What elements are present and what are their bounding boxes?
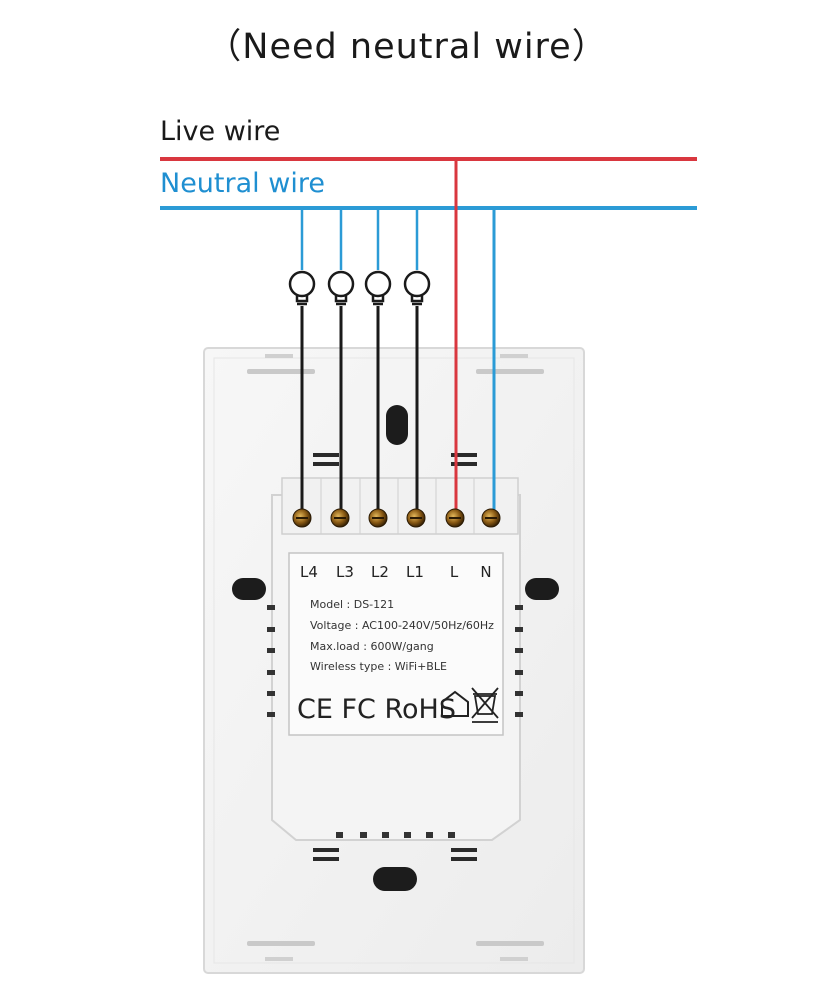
terminal-label-n: N xyxy=(480,563,491,581)
recycle-home-icon xyxy=(441,690,469,717)
mounting-slot-top xyxy=(386,405,408,445)
terminal-label-l: L xyxy=(450,563,459,581)
load-wires xyxy=(300,306,419,516)
relay-module xyxy=(267,477,523,841)
cert-marks-text: CE FC RoHS xyxy=(297,694,456,725)
terminal-label-l3: L3 xyxy=(336,563,354,581)
terminal-labels: L4 L3 L2 L1 L N xyxy=(300,563,492,581)
mounting-hole-left xyxy=(232,578,266,600)
mounting-hole-right xyxy=(525,578,559,600)
mounting-slot-bottom xyxy=(373,867,417,891)
bulb-icon xyxy=(288,270,431,306)
diagram-title: （Need neutral wire） xyxy=(206,27,608,67)
model-text: Model : DS-121 xyxy=(310,598,394,611)
label-plate-text: Model : DS-121 Voltage : AC100-240V/50Hz… xyxy=(310,598,494,673)
terminal-label-l4: L4 xyxy=(300,563,318,581)
terminal-screws xyxy=(292,508,501,528)
wireless-text: Wireless type : WiFi+BLE xyxy=(310,660,447,673)
neutral-wire-label: Neutral wire xyxy=(160,168,325,199)
certification-marks: CE FC RoHS xyxy=(297,687,499,725)
live-wire-label: Live wire xyxy=(160,116,281,147)
neutral-drops xyxy=(300,208,419,270)
weee-bin-icon xyxy=(471,687,499,723)
terminal-label-l1: L1 xyxy=(406,563,424,581)
voltage-text: Voltage : AC100-240V/50Hz/60Hz xyxy=(310,619,494,632)
terminal-label-l2: L2 xyxy=(371,563,389,581)
max-load-text: Max.load : 600W/gang xyxy=(310,640,434,653)
